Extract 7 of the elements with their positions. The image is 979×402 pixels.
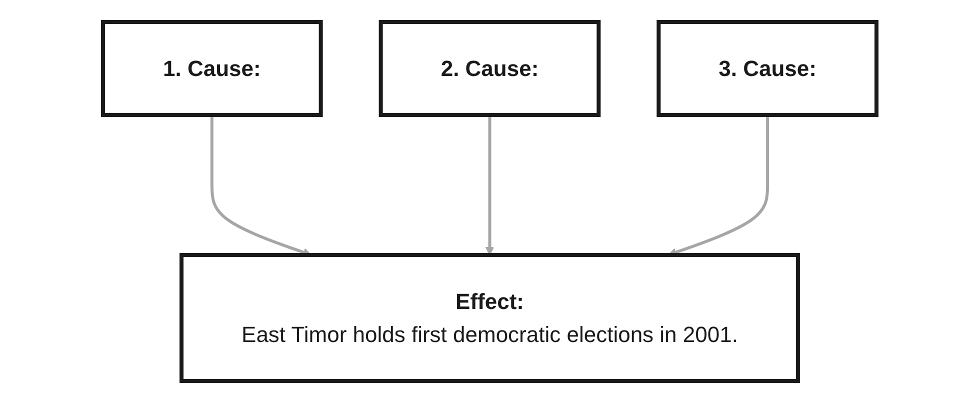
node-box: Effect: East Timor holds first democratic elections in 2001. <box>179 252 800 382</box>
node-box: 2. Cause: <box>378 20 600 116</box>
arrow <box>485 114 494 255</box>
arrow <box>668 114 769 256</box>
node-box: 1. Cause: <box>100 20 323 116</box>
arrow <box>210 114 312 256</box>
node-box: 3. Cause: <box>656 20 878 116</box>
